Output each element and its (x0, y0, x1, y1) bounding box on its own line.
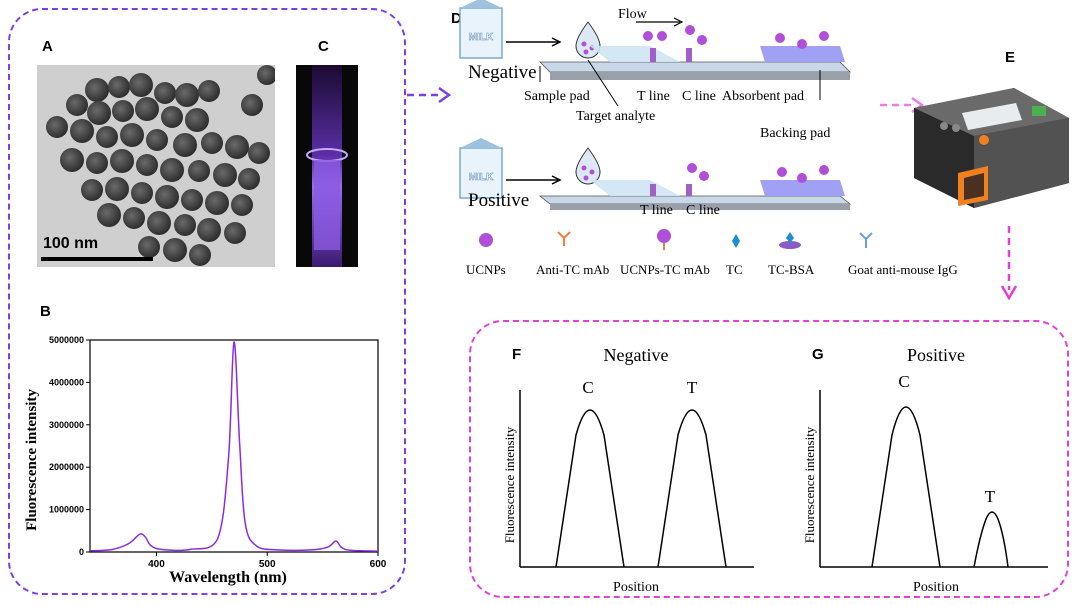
tem-micrograph: 100 nm (37, 65, 275, 267)
positive-peak-c (871, 406, 941, 568)
arrow-to-results (1000, 226, 1018, 301)
spectrum-series-line (89, 341, 379, 552)
spectrum-y-tick-label: 5000000 (49, 335, 84, 345)
target-analyte-label: Target analyte (576, 109, 655, 124)
scale-bar (41, 257, 153, 261)
legend-antibody-icon (557, 231, 571, 246)
panel-label-c: C (318, 38, 329, 55)
negative-peak-t-label: T (687, 378, 698, 397)
legend-tc-bsa-icon (779, 232, 801, 249)
arrow-to-d (407, 86, 452, 104)
sample-pad-label: Sample pad (524, 89, 590, 104)
milk-label-negative: MILK (469, 32, 494, 43)
positive-ylabel: Fluorescence intensity (802, 426, 817, 543)
positive-label: Positive (468, 190, 529, 211)
spectrum-x-tick-label: 400 (148, 559, 165, 570)
legend-label-4: TC-BSA (768, 262, 815, 277)
negative-peak-c-label: C (582, 378, 593, 397)
legend-ucnp-mab-icon (657, 229, 671, 250)
negative-label: Negative (468, 62, 537, 83)
flow-label: Flow (618, 7, 648, 22)
results-panel-frame (469, 320, 1069, 598)
backing-pad-label: Backing pad (760, 126, 830, 141)
milk-carton-negative: MILK (459, 0, 503, 59)
spectrum-xlabel: Wavelength (nm) (169, 569, 287, 586)
panel-label-d: D (451, 10, 462, 27)
legend-goat-igg-icon (859, 232, 873, 248)
tem-particles-image (46, 65, 275, 266)
panel-label-b: B (40, 303, 51, 320)
spectrum-y-tick-label: 1000000 (49, 505, 84, 515)
t-line-label-positive: T line (640, 203, 673, 218)
emission-spectrum-chart: 0 1000000 2000000 3000000 4000000 5000000 400 5… (24, 335, 387, 586)
spectrum-plot-frame (89, 339, 379, 553)
c-line-label-negative: C line (682, 89, 716, 104)
result-negative-title: Negative (604, 345, 669, 365)
absorbent-pad-label: Absorbent pad (722, 89, 804, 104)
spectrum-y-tick-label: 3000000 (49, 420, 84, 430)
legend: UCNPs Anti-TC mAb UCNPs-TC mAb TC TC-BSA… (466, 229, 873, 277)
legend-label-5-full: Goat anti-mouse IgG (848, 262, 958, 277)
spectrum-x-tick-label: 500 (259, 559, 276, 570)
lateral-flow-diagram: MILK Flow Negative T line C line Sample … (459, 0, 852, 218)
legend-label-3: TC (726, 262, 743, 277)
panel-label-f: F (512, 346, 522, 363)
scale-bar-label: 100 nm (43, 235, 99, 252)
spectrum-y-tick-label: 0 (79, 547, 84, 557)
legend-tc-icon (732, 234, 740, 248)
left-panel-frame (8, 8, 406, 595)
negative-xlabel: Position (613, 580, 659, 595)
spectrum-y-tick-label: 4000000 (49, 377, 84, 387)
milk-carton-positive: MILK (459, 138, 503, 199)
legend-label-2: UCNPs-TC mAb (620, 262, 710, 277)
negative-ylabel: Fluorescence intensity (502, 426, 517, 543)
positive-peak-t (973, 511, 1009, 568)
vial-glow-image (306, 65, 348, 267)
result-positive-title: Positive (907, 345, 965, 365)
spectrum-ylabel: Fluorescence intensity (24, 389, 40, 531)
device-orange-button (979, 135, 989, 145)
result-negative-chart: Negative C T Fluorescence intensity Posi… (502, 345, 754, 595)
milk-label-positive: MILK (469, 172, 494, 183)
positive-peak-t-label: T (985, 487, 996, 506)
t-line-label-negative: T line (637, 89, 670, 104)
legend-label-0: UCNPs (466, 262, 506, 277)
negative-peak-c (555, 409, 625, 568)
fluorescence-reader-device (914, 88, 1069, 208)
legend-label-1: Anti-TC mAb (536, 262, 609, 277)
spectrum-x-tick-label: 600 (370, 559, 387, 570)
panel-label-g: G (812, 346, 824, 363)
vial-photo (296, 65, 358, 267)
positive-peak-c-label: C (898, 372, 909, 391)
c-line-label-positive: C line (686, 203, 720, 218)
negative-peak-t (657, 409, 727, 568)
device-screen (962, 103, 1022, 130)
legend-ucnp-icon (479, 233, 493, 247)
positive-xlabel: Position (913, 580, 959, 595)
result-positive-chart: Positive C T Fluorescence intensity Posi… (802, 345, 1048, 595)
spectrum-axes: 0 1000000 2000000 3000000 4000000 5000000 400 5… (49, 335, 387, 570)
spectrum-y-tick-label: 2000000 (49, 462, 84, 472)
panel-label-e: E (1005, 49, 1016, 66)
panel-label-a: A (42, 38, 53, 55)
